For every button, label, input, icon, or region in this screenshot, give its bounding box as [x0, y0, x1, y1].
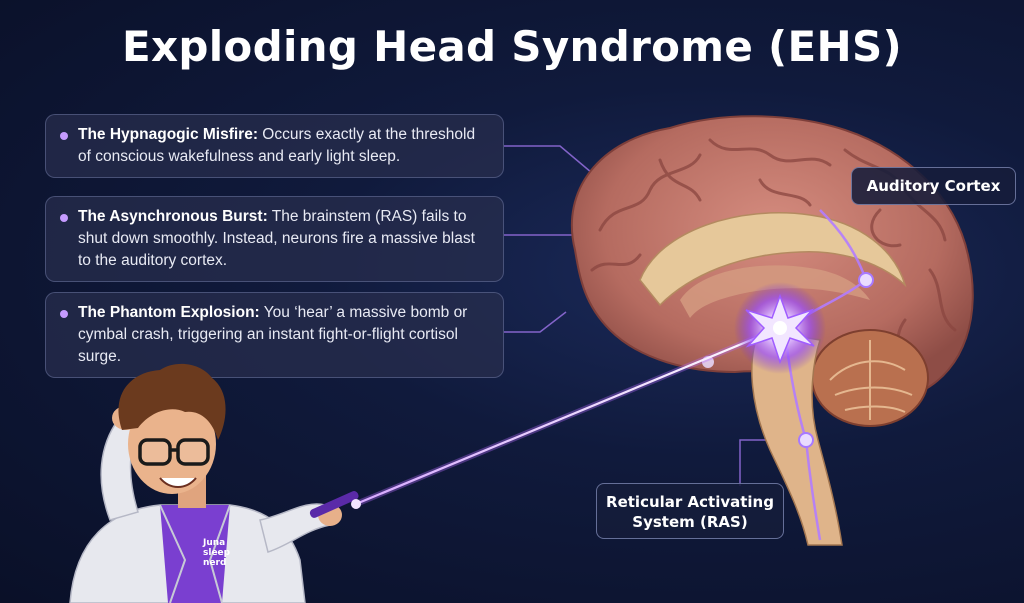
card-heading: The Hypnagogic Misfire: [78, 126, 258, 143]
shirt-text-line2: sleep [203, 548, 231, 558]
page-title: Exploding Head Syndrome (EHS) [121, 22, 903, 71]
head [128, 394, 216, 494]
label-auditory-cortex-text: Auditory Cortex [866, 177, 1001, 195]
shirt-text-line3: nerd [203, 558, 226, 568]
info-card-asynchronous-burst: The Asynchronous Burst: The brainstem (R… [45, 196, 504, 282]
brainstem [751, 329, 843, 546]
smile [159, 477, 197, 488]
label-ras: Reticular Activating System (RAS) [596, 483, 784, 539]
bullet-dot [60, 132, 68, 140]
shirt-text: Juna sleep nerd [202, 538, 233, 568]
hair [118, 363, 226, 440]
card-text: The brainstem (RAS) fails to shut down s… [78, 208, 475, 269]
card-heading: The Asynchronous Burst: [78, 208, 268, 225]
connector-line-3 [504, 311, 567, 333]
character-illustration [69, 363, 361, 603]
label-ras-line1: Reticular Activating [606, 493, 774, 511]
info-card-hypnagogic-misfire: The Hypnagogic Misfire: Occurs exactly a… [45, 114, 504, 178]
card-text: Occurs exactly at the threshold of consc… [78, 126, 476, 165]
laser-pointer [309, 491, 359, 518]
shirt-text-line1: Juna [202, 538, 225, 548]
auditory-node [858, 272, 874, 288]
bullet-dot [60, 214, 68, 222]
card-heading: The Phantom Explosion: [78, 304, 260, 321]
label-ras-line2: System (RAS) [632, 513, 748, 531]
glasses [138, 438, 210, 466]
ras-node [798, 432, 814, 448]
connector-line-1 [504, 145, 599, 179]
info-card-phantom-explosion: The Phantom Explosion: You ‘hear’ a mass… [45, 292, 504, 378]
bullet-dot [60, 310, 68, 318]
label-auditory-cortex: Auditory Cortex [851, 167, 1016, 205]
card-text: You ‘hear’ a massive bomb or cymbal cras… [78, 304, 468, 365]
